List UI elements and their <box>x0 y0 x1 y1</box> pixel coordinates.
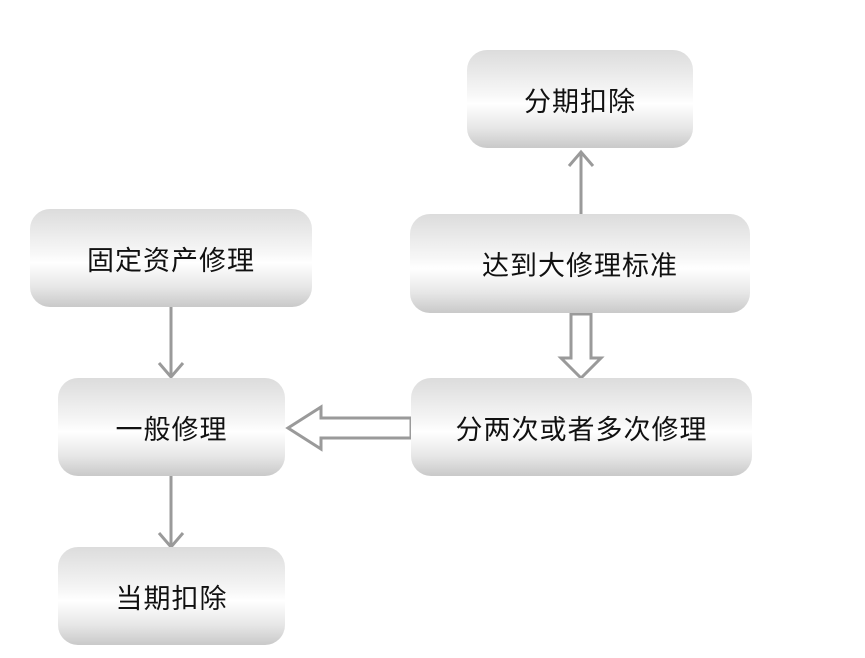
node-label: 分期扣除 <box>524 86 636 118</box>
node-label: 当期扣除 <box>115 583 228 615</box>
arrow-fixed-to-general <box>157 307 185 380</box>
arrow-major-to-installment <box>567 149 595 214</box>
hollow-arrow-multiple-to-general <box>285 404 413 452</box>
node-label: 固定资产修理 <box>87 245 255 277</box>
node-current-deduction: 当期扣除 <box>58 547 285 645</box>
node-fixed-asset-repair: 固定资产修理 <box>30 209 312 307</box>
node-installment-deduction: 分期扣除 <box>467 50 693 148</box>
node-general-repair: 一般修理 <box>58 378 285 476</box>
node-label: 分两次或者多次修理 <box>455 414 708 446</box>
node-label: 达到大修理标准 <box>482 251 678 282</box>
hollow-arrow-major-to-multiple <box>557 312 605 381</box>
arrow-general-to-current <box>157 476 185 550</box>
node-major-repair-standard: 达到大修理标准 <box>410 214 750 313</box>
node-multiple-repairs: 分两次或者多次修理 <box>411 378 752 476</box>
node-label: 一般修理 <box>115 414 228 446</box>
